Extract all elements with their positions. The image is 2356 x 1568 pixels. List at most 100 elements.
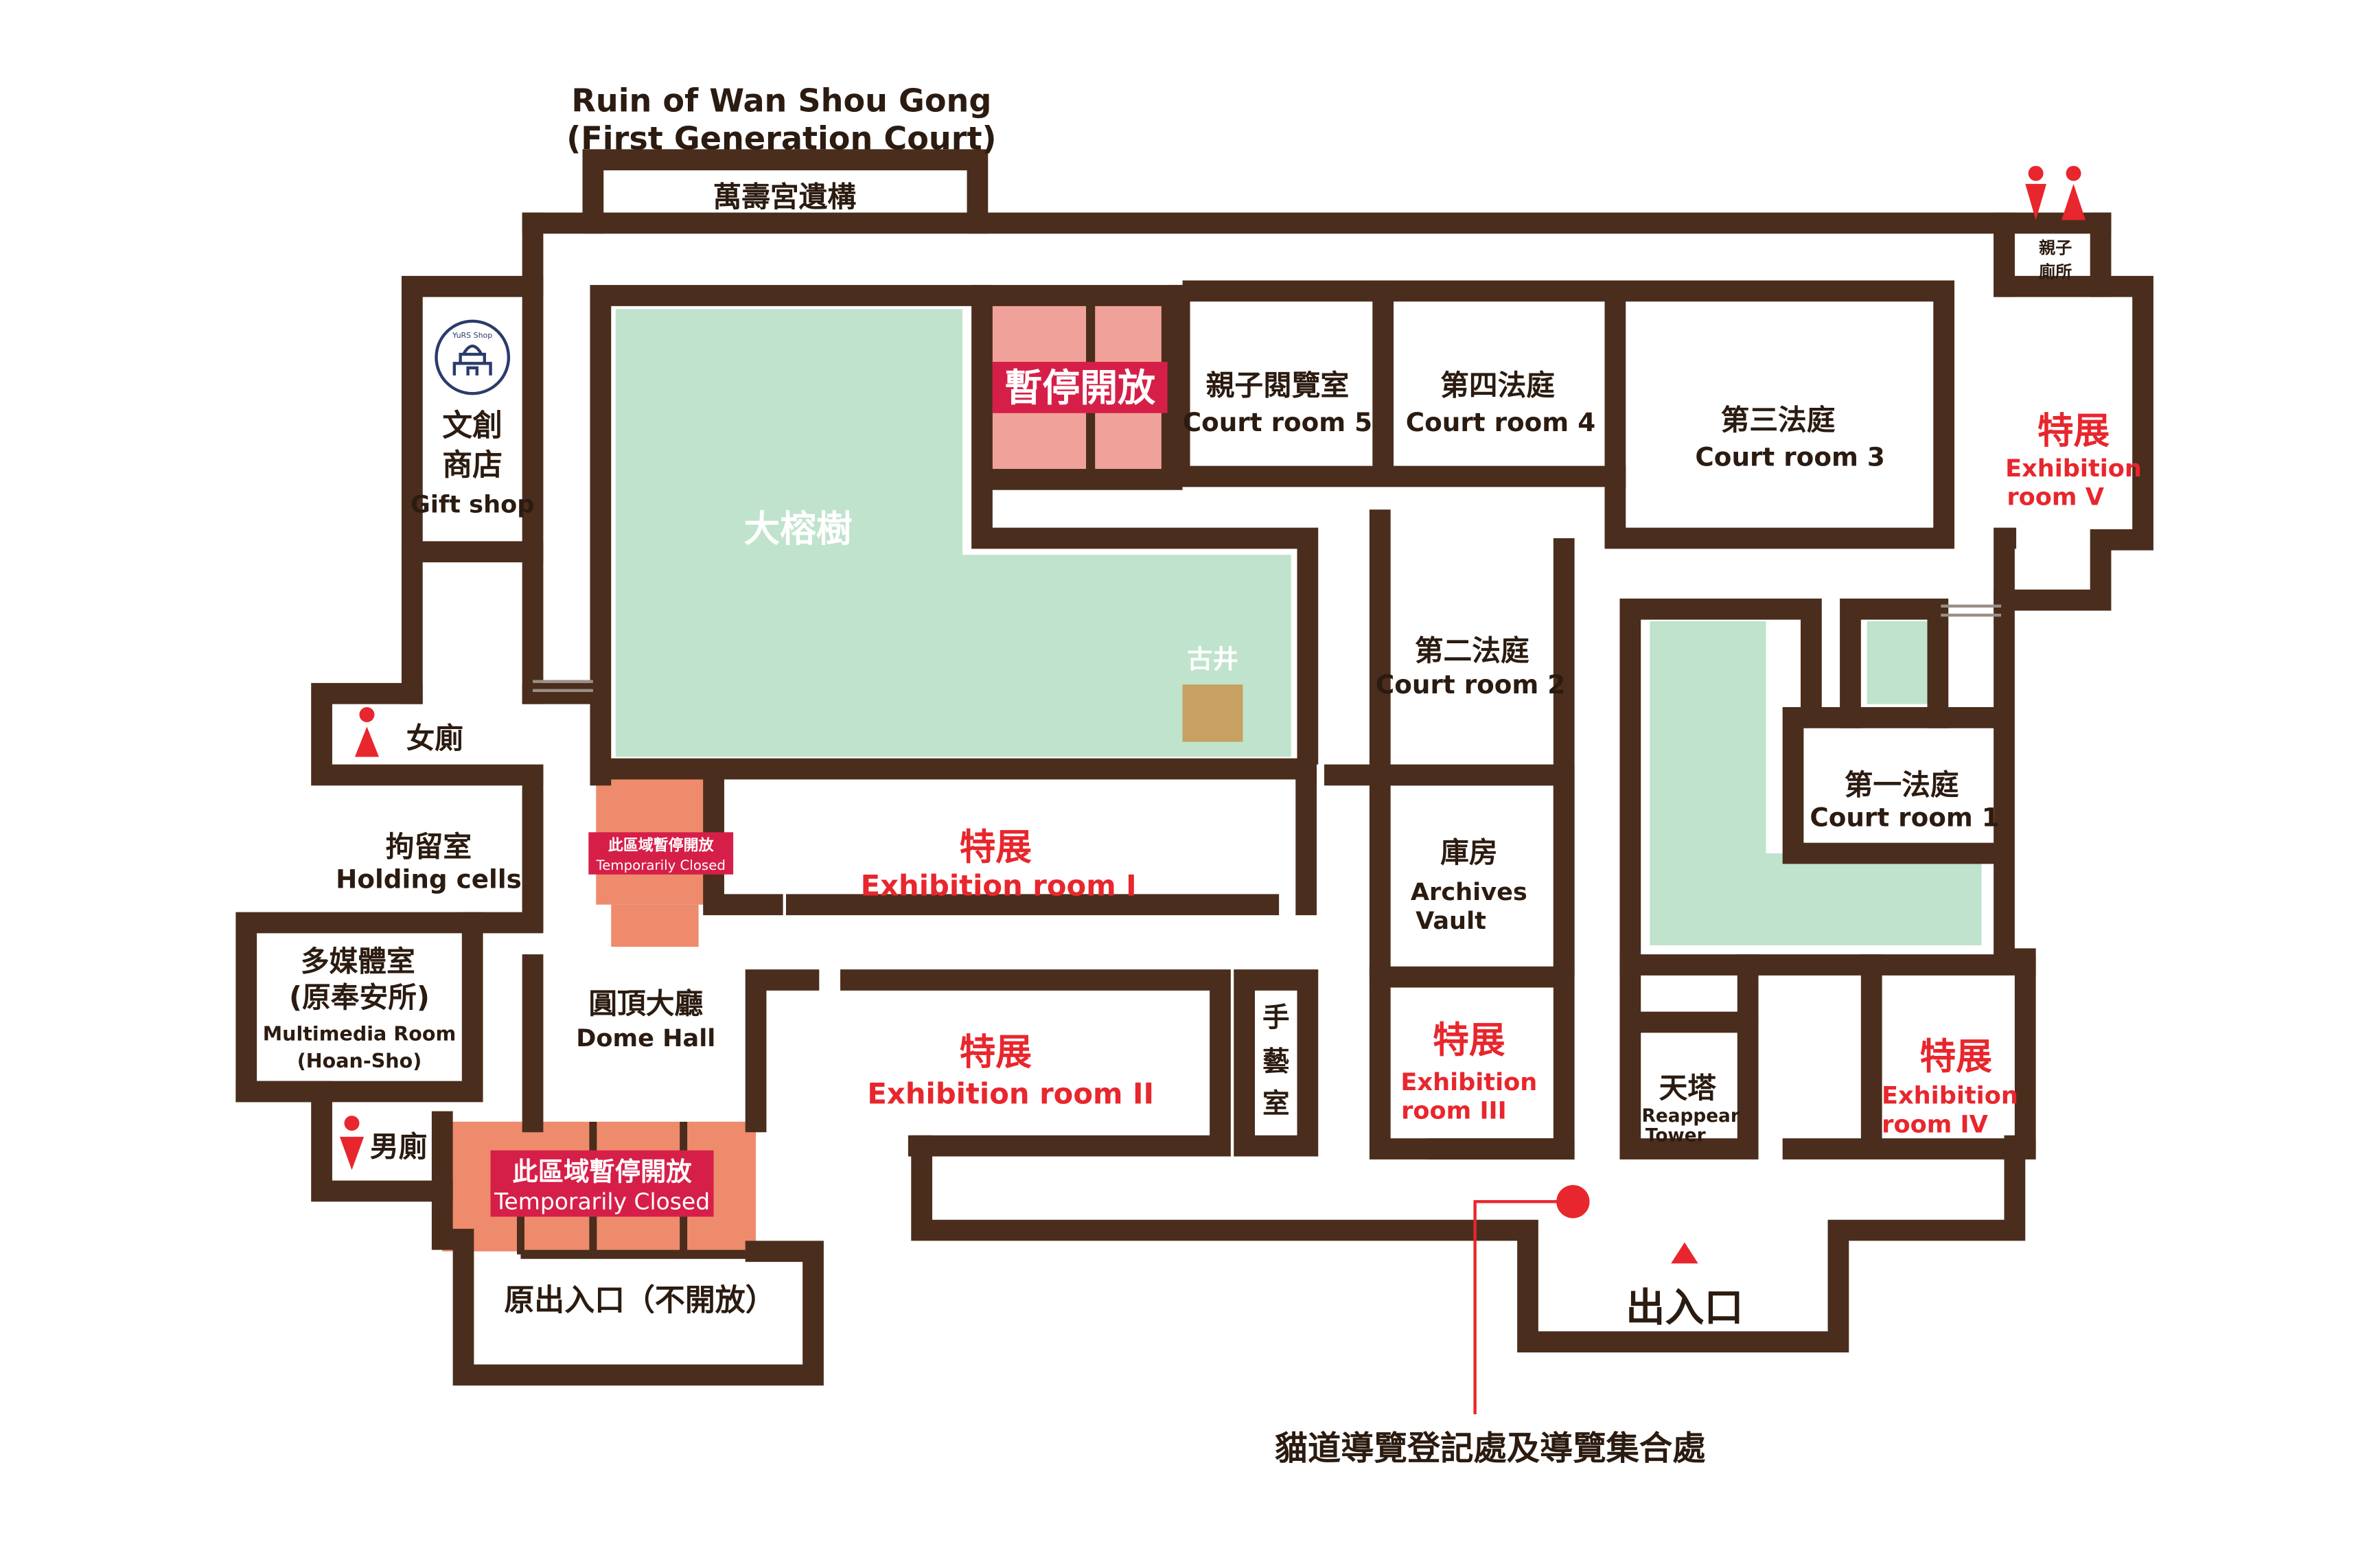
closed-badge-small-bg <box>588 832 734 875</box>
mens-restroom-label: 男廁 <box>370 1129 427 1163</box>
court-room-3[interactable]: 第三法庭 Court room 3 <box>1695 403 1884 472</box>
family-male-icon-head <box>2028 165 2044 181</box>
exh5-en1: Exhibition <box>2005 454 2142 483</box>
old-entrance-label: 原出入口（不開放） <box>504 1282 775 1317</box>
court-room-4[interactable]: 第四法庭 Court room 4 <box>1406 368 1595 437</box>
court-room-1-en: Court room 1 <box>1810 802 1999 832</box>
exh1-en: Exhibition room I <box>861 869 1137 903</box>
tower-en2: Tower <box>1645 1125 1706 1146</box>
exh3-zh: 特展 <box>1433 1019 1505 1061</box>
closed-small-zh: 此區域暫停開放 <box>608 837 715 855</box>
gift-shop-en: Gift shop <box>411 491 534 519</box>
exhibition-room-5[interactable]: 特展 Exhibition room V <box>2005 411 2142 511</box>
family-male-icon <box>2025 183 2046 220</box>
building-walls <box>235 149 2153 1386</box>
exh5-zh: 特展 <box>2037 411 2110 452</box>
court-room-5[interactable]: 親子閱覽室 Court room 5 <box>1183 368 1372 437</box>
dome-building-icon <box>452 344 492 376</box>
court-room-4-en: Court room 4 <box>1406 407 1595 437</box>
exh3-en2: room III <box>1401 1097 1507 1125</box>
multimedia-en2: (Hoan-Sho) <box>297 1049 422 1072</box>
title-line-2: (First Generation Court) <box>566 119 996 157</box>
gift-shop-zh2: 商店 <box>442 448 503 483</box>
female-icon-head <box>359 706 375 722</box>
exhibition-room-2[interactable]: 特展 Exhibition room II <box>867 1031 1154 1110</box>
court-room-1-zh: 第一法庭 <box>1845 768 1959 801</box>
door-markers <box>533 604 2002 693</box>
holding-en: Holding cells <box>336 864 522 895</box>
exh4-en2: room IV <box>1882 1110 1988 1138</box>
family-restroom-zh2: 廁所 <box>2039 262 2072 281</box>
court-room-4-zh: 第四法庭 <box>1440 368 1555 402</box>
court-room-3-zh: 第三法庭 <box>1721 403 1836 437</box>
archives-en2: Vault <box>1416 907 1486 935</box>
holding-cells[interactable]: 拘留室 Holding cells <box>336 829 522 894</box>
multimedia-zh2: (原奉安所) <box>289 980 430 1014</box>
archives-en1: Archives <box>1411 878 1527 906</box>
exh3-en1: Exhibition <box>1400 1068 1537 1096</box>
paused-badge-bg <box>992 362 1168 413</box>
wanshougong-label: 萬壽宮遺構 <box>713 180 857 214</box>
banyan-courtyard <box>615 309 1291 757</box>
male-icon-head <box>344 1116 360 1131</box>
exh1-zh: 特展 <box>960 827 1032 868</box>
closed-small-step <box>611 904 699 947</box>
tower-en1: Reappear <box>1642 1106 1740 1127</box>
paused-badge-label: 暫停開放 <box>1004 366 1155 410</box>
old-well-label: 古井 <box>1187 644 1238 674</box>
male-icon <box>339 1136 365 1171</box>
exhibition-room-1[interactable]: 特展 Exhibition room I <box>861 827 1137 903</box>
multimedia-en1: Multimedia Room <box>263 1022 456 1045</box>
meeting-point[interactable]: 貓道導覽登記處及導覽集合處 <box>1275 1185 1706 1468</box>
court-room-2[interactable]: 第二法庭 Court room 2 <box>1376 634 1565 700</box>
dome-en: Dome Hall <box>576 1024 715 1052</box>
gift-shop-zh1: 文創 <box>442 408 503 443</box>
exh4-en1: Exhibition <box>1882 1082 2018 1110</box>
meeting-point-label: 貓道導覽登記處及導覽集合處 <box>1275 1429 1706 1468</box>
east-small-courtyard <box>1867 621 1928 704</box>
exh2-zh: 特展 <box>960 1031 1032 1073</box>
court-room-5-en: Court room 5 <box>1183 407 1372 437</box>
gift-shop-logo-text: YuRS Shop <box>452 331 492 340</box>
reappear-tower[interactable]: 天塔 Reappear Tower <box>1642 1071 1740 1146</box>
archives-zh: 庫房 <box>1440 835 1497 869</box>
court-room-5-zh: 親子閱覽室 <box>1206 368 1350 402</box>
meeting-point-leader <box>1473 1200 1573 1414</box>
crafts-c3: 室 <box>1262 1088 1290 1120</box>
title-line-1: Ruin of Wan Shou Gong <box>571 82 991 119</box>
closed-small-en: Temporarily Closed <box>596 857 726 873</box>
female-icon <box>354 726 380 757</box>
main-entrance[interactable]: 出入口 <box>1626 1242 1744 1330</box>
closed-badge-big-bg <box>490 1150 714 1217</box>
entrance-arrow-icon <box>1671 1242 1698 1264</box>
multimedia-zh1: 多媒體室 <box>301 944 415 978</box>
banyan-label: 大榕樹 <box>744 508 853 550</box>
archives-vault[interactable]: 庫房 Archives Vault <box>1411 835 1527 935</box>
exh5-en2: room V <box>2007 483 2104 511</box>
womens-restroom[interactable]: 女廁 <box>354 706 463 757</box>
court-room-1[interactable]: 第一法庭 Court room 1 <box>1810 768 1999 832</box>
multimedia-room[interactable]: 多媒體室 (原奉安所) Multimedia Room (Hoan-Sho) <box>263 944 456 1072</box>
exh4-zh: 特展 <box>1920 1036 1993 1078</box>
womens-restroom-label: 女廁 <box>406 721 463 754</box>
old-well-marker <box>1182 684 1243 742</box>
dome-zh: 圓頂大廳 <box>588 987 703 1020</box>
gift-shop[interactable]: YuRS Shop 文創 商店 Gift shop <box>411 319 534 519</box>
crafts-room[interactable]: 手 藝 室 <box>1262 1002 1290 1120</box>
tower-zh: 天塔 <box>1659 1071 1717 1105</box>
paused-badge: 暫停開放 <box>992 362 1168 413</box>
closed-big-en: Temporarily Closed <box>494 1188 710 1214</box>
holding-zh: 拘留室 <box>386 829 472 863</box>
exhibition-room-4[interactable]: 特展 Exhibition room IV <box>1882 1036 2018 1138</box>
exh2-en: Exhibition room II <box>867 1077 1154 1111</box>
family-restroom[interactable]: 親子 廁所 <box>2025 165 2086 282</box>
east-courtyard <box>1650 621 1982 945</box>
exhibition-room-3[interactable]: 特展 Exhibition room III <box>1400 1019 1537 1125</box>
closed-badge-small: 此區域暫停開放 Temporarily Closed <box>588 832 734 875</box>
entrance-label: 出入口 <box>1626 1285 1743 1330</box>
closed-badge-big: 此區域暫停開放 Temporarily Closed <box>490 1150 714 1217</box>
map-title: Ruin of Wan Shou Gong (First Generation … <box>566 82 996 157</box>
family-restroom-zh1: 親子 <box>2039 238 2072 257</box>
dome-hall[interactable]: 圓頂大廳 Dome Hall <box>576 987 715 1052</box>
mens-restroom[interactable]: 男廁 <box>339 1116 427 1171</box>
